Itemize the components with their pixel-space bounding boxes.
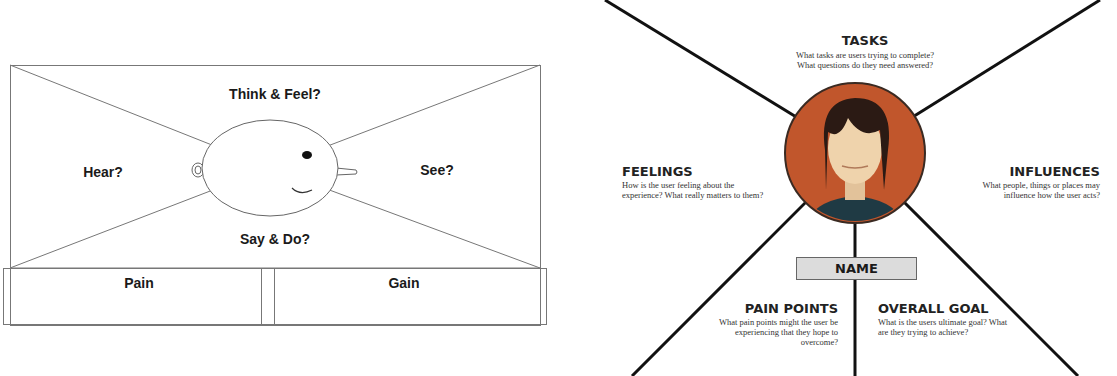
pain-box: Pain [3, 268, 275, 325]
sector-heading: PAIN POINTS [686, 301, 838, 316]
sector-note: What people, things or places may influe… [962, 180, 1100, 200]
sector-note: How is the user feeling about the experi… [622, 180, 764, 200]
box-text: Gain [262, 275, 546, 292]
avatar-figure [800, 98, 910, 240]
divider-line [270, 65, 540, 168]
name-box: NAME [796, 257, 917, 280]
sector-note: What pain points might the user be exper… [703, 317, 838, 347]
map-frame [11, 66, 541, 326]
box-text: Pain [4, 275, 274, 292]
box-text: NAME [797, 261, 916, 277]
head-outline [202, 120, 338, 216]
sector-heading: OVERALL GOAL [878, 301, 1038, 316]
head-ear [195, 166, 201, 174]
head-mouth [292, 188, 312, 193]
sector-note: What tasks are users trying to complete?… [788, 50, 942, 70]
quadrant-label: Think & Feel? [175, 86, 375, 103]
quadrant-label: See? [392, 162, 482, 179]
gain-box: Gain [261, 268, 547, 325]
quadrant-label: Hear? [58, 164, 148, 181]
head-eye [302, 151, 312, 159]
head-nose [336, 168, 357, 175]
sector-heading: TASKS [780, 33, 950, 48]
sector-heading: INFLUENCES [950, 164, 1100, 179]
sector-note: What is the users ultimate goal? What ar… [878, 317, 1014, 337]
sector-heading: FEELINGS [622, 164, 772, 179]
quadrant-label: Say & Do? [175, 231, 375, 248]
